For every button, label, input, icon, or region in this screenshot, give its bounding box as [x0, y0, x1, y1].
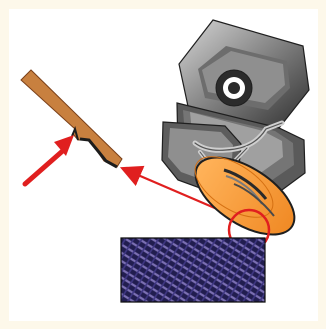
- grinder-icon: [161, 19, 310, 236]
- material-block: [120, 237, 266, 303]
- arrow-icon-left: [22, 135, 74, 187]
- blade-cross-section: [20, 69, 123, 169]
